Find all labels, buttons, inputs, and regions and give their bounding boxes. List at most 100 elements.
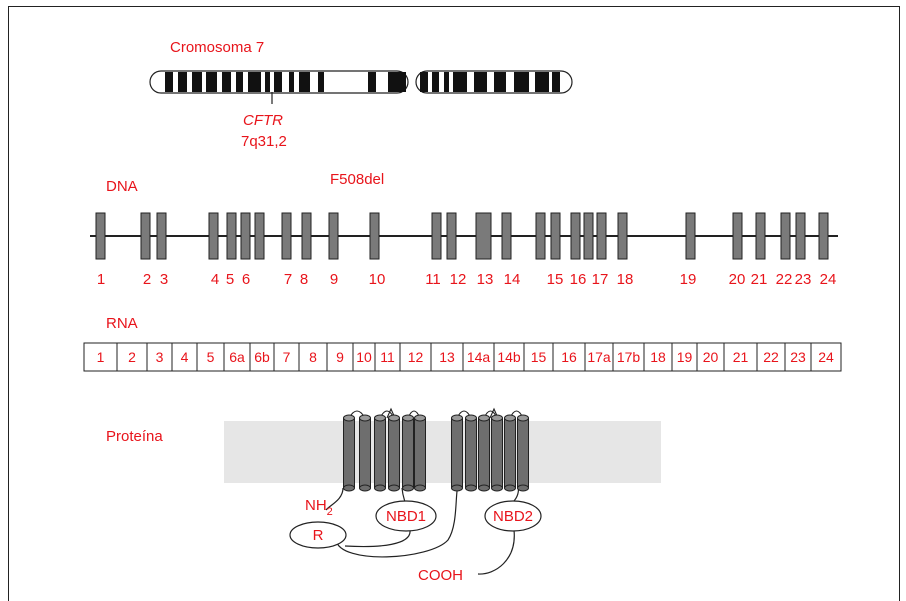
tm-helix-cap [359, 414, 371, 422]
exon-box [281, 212, 292, 260]
exon-label: 19 [680, 271, 697, 288]
tm-helix-cap [451, 484, 463, 492]
rna-cell [146, 342, 173, 372]
tm-helix [491, 417, 503, 489]
nh2-label: NH2 [305, 497, 333, 518]
exon-label: 13 [477, 271, 494, 288]
tm-helix-cap [517, 414, 529, 422]
tm-helix-cap [465, 414, 477, 422]
exon-box [254, 212, 265, 260]
exon-box [369, 212, 380, 260]
rna-cell-label: 13 [439, 349, 455, 365]
chromosome-band [248, 72, 261, 92]
rna-cell [171, 342, 198, 372]
exon-box [446, 212, 457, 260]
rna-cell-label: 3 [156, 349, 164, 365]
rna-label: RNA [106, 315, 138, 332]
tm-helix-cap [343, 484, 355, 492]
nbd2-domain [484, 500, 542, 532]
exon-label: 6 [242, 271, 250, 288]
rna-cell-label: 22 [763, 349, 779, 365]
rna-cell-label: 12 [408, 349, 424, 365]
exon-label: 21 [751, 271, 768, 288]
exon-box [501, 212, 512, 260]
exon-box [328, 212, 339, 260]
nbd1-label: NBD1 [386, 508, 426, 525]
dna-label: DNA [106, 178, 138, 195]
rna-cell-label: 1 [97, 349, 105, 365]
chromosome-band [265, 72, 270, 92]
exon-label: 11 [425, 271, 441, 288]
exon-box [780, 212, 791, 260]
gene-name: CFTR [243, 112, 283, 129]
protein-label: Proteína [106, 428, 163, 445]
rna-cell [810, 342, 842, 372]
exon-label: 12 [450, 271, 467, 288]
exon-box [550, 212, 561, 260]
exon-box [431, 212, 442, 260]
chromosome-7: Cromosoma 7 CFTR 7q31,2 [149, 39, 573, 150]
exon-box [732, 212, 743, 260]
rna-cell-label: 24 [818, 349, 834, 365]
tm-helix-cap [374, 484, 386, 492]
tm-helix-cap [465, 484, 477, 492]
nbd1-to-r [344, 529, 411, 548]
chromosome-band [420, 72, 428, 92]
mutation-label: F508del [330, 171, 384, 188]
tm-helix-cap [491, 484, 503, 492]
tm-helix-cap [388, 414, 400, 422]
exon-box [818, 212, 829, 260]
exon-label: 24 [820, 271, 837, 288]
chromosome-band [368, 72, 376, 92]
exon-label: 3 [160, 271, 168, 288]
chromosome-band [432, 72, 439, 92]
rna-cell-label: 8 [309, 349, 317, 365]
exon-label: 2 [143, 271, 151, 288]
exon-label: 16 [570, 271, 587, 288]
nbd1-domain [375, 500, 437, 532]
rna-cell-label: 4 [181, 349, 189, 365]
exon-box [95, 212, 106, 260]
rna-cell [696, 342, 725, 372]
tm-helix-cap [478, 414, 490, 422]
tm-helix-cap [504, 484, 516, 492]
exon-box [617, 212, 628, 260]
tm-helix [517, 417, 529, 489]
rna-cell [196, 342, 225, 372]
rna-cell-label: 6a [229, 349, 245, 365]
rna-cell [430, 342, 464, 372]
chromosome-band [388, 72, 398, 92]
tm-helix-cap [388, 484, 400, 492]
nbd2-label: NBD2 [493, 508, 533, 525]
protein-section: Proteína NBD1 NBD2 R NH2 COOH [106, 407, 661, 584]
chromosome-band [514, 72, 529, 92]
exon-label: 9 [330, 271, 338, 288]
chromosome-band [474, 72, 487, 92]
exon-box [583, 212, 594, 260]
rna-cell [83, 342, 118, 372]
exon-label: 20 [729, 271, 746, 288]
chromosome-band [206, 72, 217, 92]
exon-box [685, 212, 696, 260]
rna-cell-label: 6b [254, 349, 270, 365]
exon-label: 5 [226, 271, 234, 288]
tm-helix [374, 417, 386, 489]
rna-cell-label: 21 [733, 349, 749, 365]
rna-cell [584, 342, 614, 372]
rna-cell-label: 15 [531, 349, 547, 365]
tm-helix-cap [478, 484, 490, 492]
exon-box [240, 212, 251, 260]
rna-cell-label: 14b [497, 349, 521, 365]
tm-helix-cap [504, 414, 516, 422]
exon-box [755, 212, 766, 260]
tm-helix [478, 417, 490, 489]
tm-helix-cap [414, 414, 426, 422]
rna-cell [784, 342, 812, 372]
chromosome-band [289, 72, 294, 92]
tm-helix [388, 417, 400, 489]
r-to-tm7 [335, 484, 459, 558]
chromosome-band [494, 72, 506, 92]
